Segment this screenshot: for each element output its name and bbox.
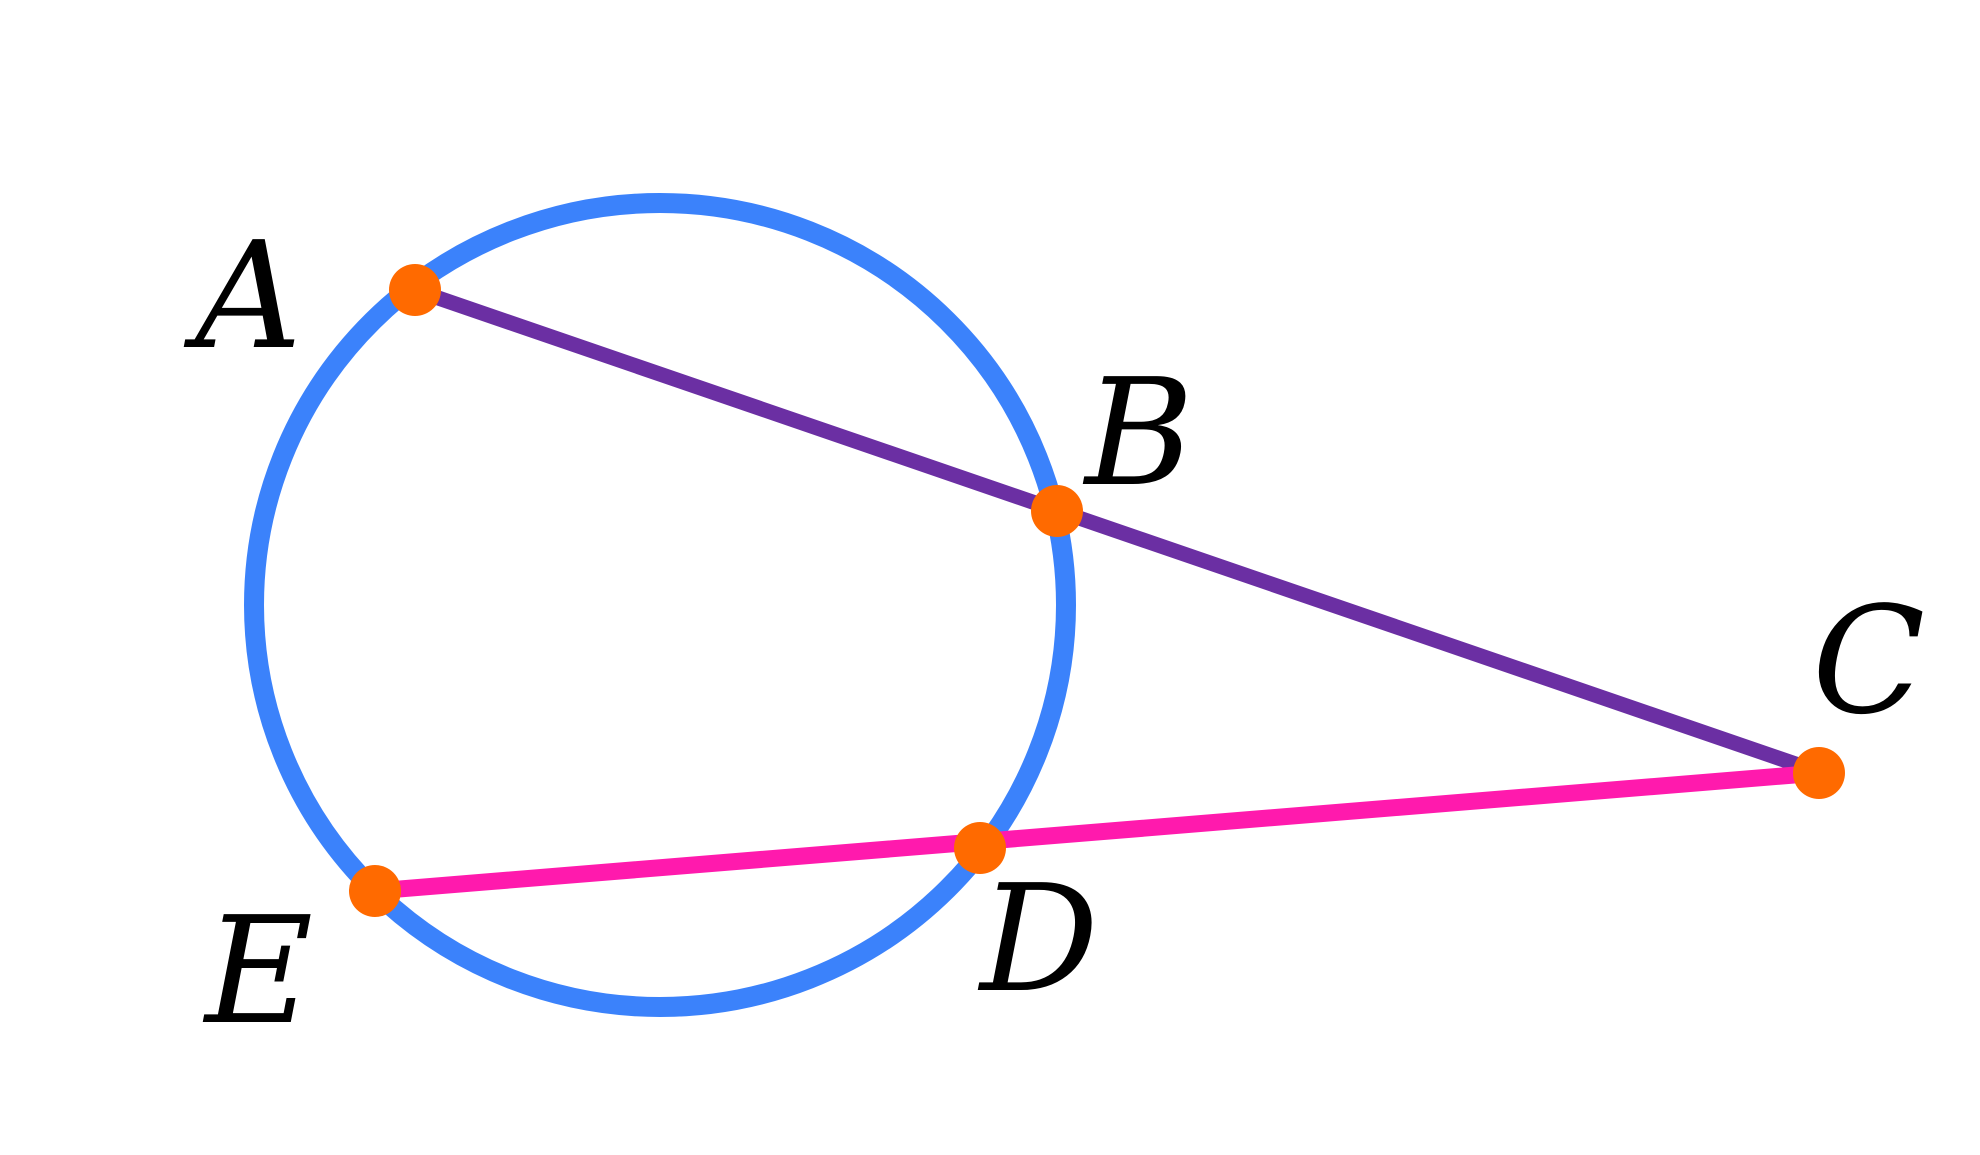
label-e: E: [202, 885, 313, 1057]
point-c: [1793, 747, 1845, 799]
circle: [244, 193, 1076, 1017]
point-b: [1031, 485, 1083, 537]
label-d: D: [977, 853, 1099, 1025]
point-e: [349, 865, 401, 917]
point-a: [389, 264, 441, 316]
secant-line-edc: [366, 764, 1828, 900]
point-d: [954, 822, 1006, 874]
secant-line-abc: [407, 282, 1827, 780]
label-c: C: [1812, 575, 1925, 747]
label-b: B: [1082, 347, 1194, 519]
label-a: A: [183, 210, 302, 382]
